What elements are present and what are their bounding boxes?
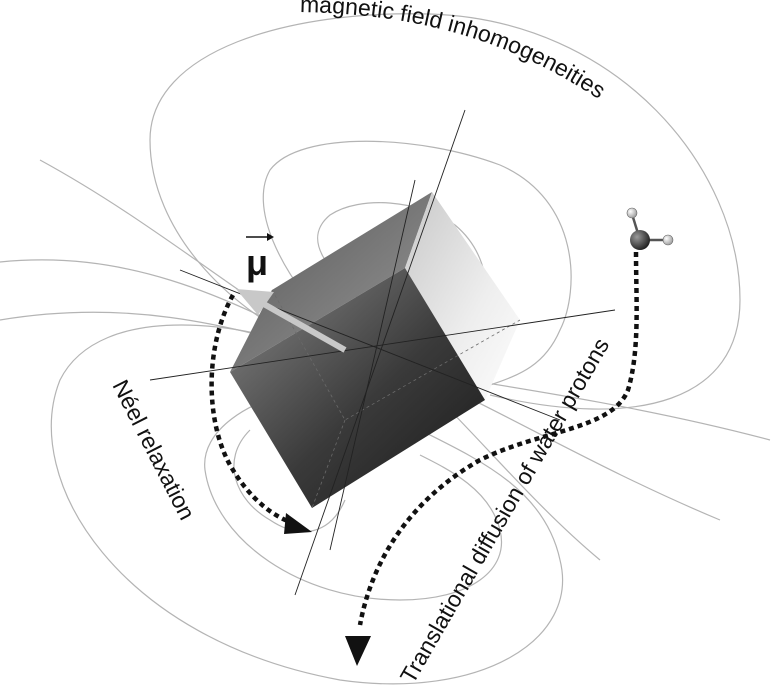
field-line-outer-bottom [50, 324, 564, 685]
axis-line-2 [329, 179, 416, 551]
cube-top-face [230, 192, 432, 372]
cube-front-face [230, 268, 485, 508]
axis-line-1 [294, 109, 466, 596]
cube-hidden-edges [271, 289, 521, 421]
field-line-outer-top [149, 13, 741, 410]
water-molecule [626, 207, 674, 250]
neel-relaxation-arrow [209, 293, 312, 534]
moment-label: μ [246, 233, 274, 283]
field-line-middle-top [262, 140, 572, 386]
cube-right-face [405, 192, 520, 400]
neel-relaxation-label: Néel relaxation [108, 375, 201, 524]
diffusion-arrow [345, 251, 639, 666]
field-inhomogeneities-label: magnetic field inhomogeneities [300, 0, 611, 104]
nanoparticle-cube [230, 192, 521, 509]
oxygen-atom [630, 230, 650, 250]
moment-symbol: μ [246, 242, 268, 283]
hydrogen-atom [626, 207, 638, 219]
magnetic-moment-arrow [236, 289, 347, 353]
field-line-right-3 [439, 399, 601, 561]
cube-hidden-edge [311, 419, 346, 509]
hydrogen-atom [662, 234, 674, 246]
vector-bar-head [267, 233, 274, 241]
field-line-inner-bottom [233, 429, 346, 533]
axis-line-4 [149, 309, 616, 381]
